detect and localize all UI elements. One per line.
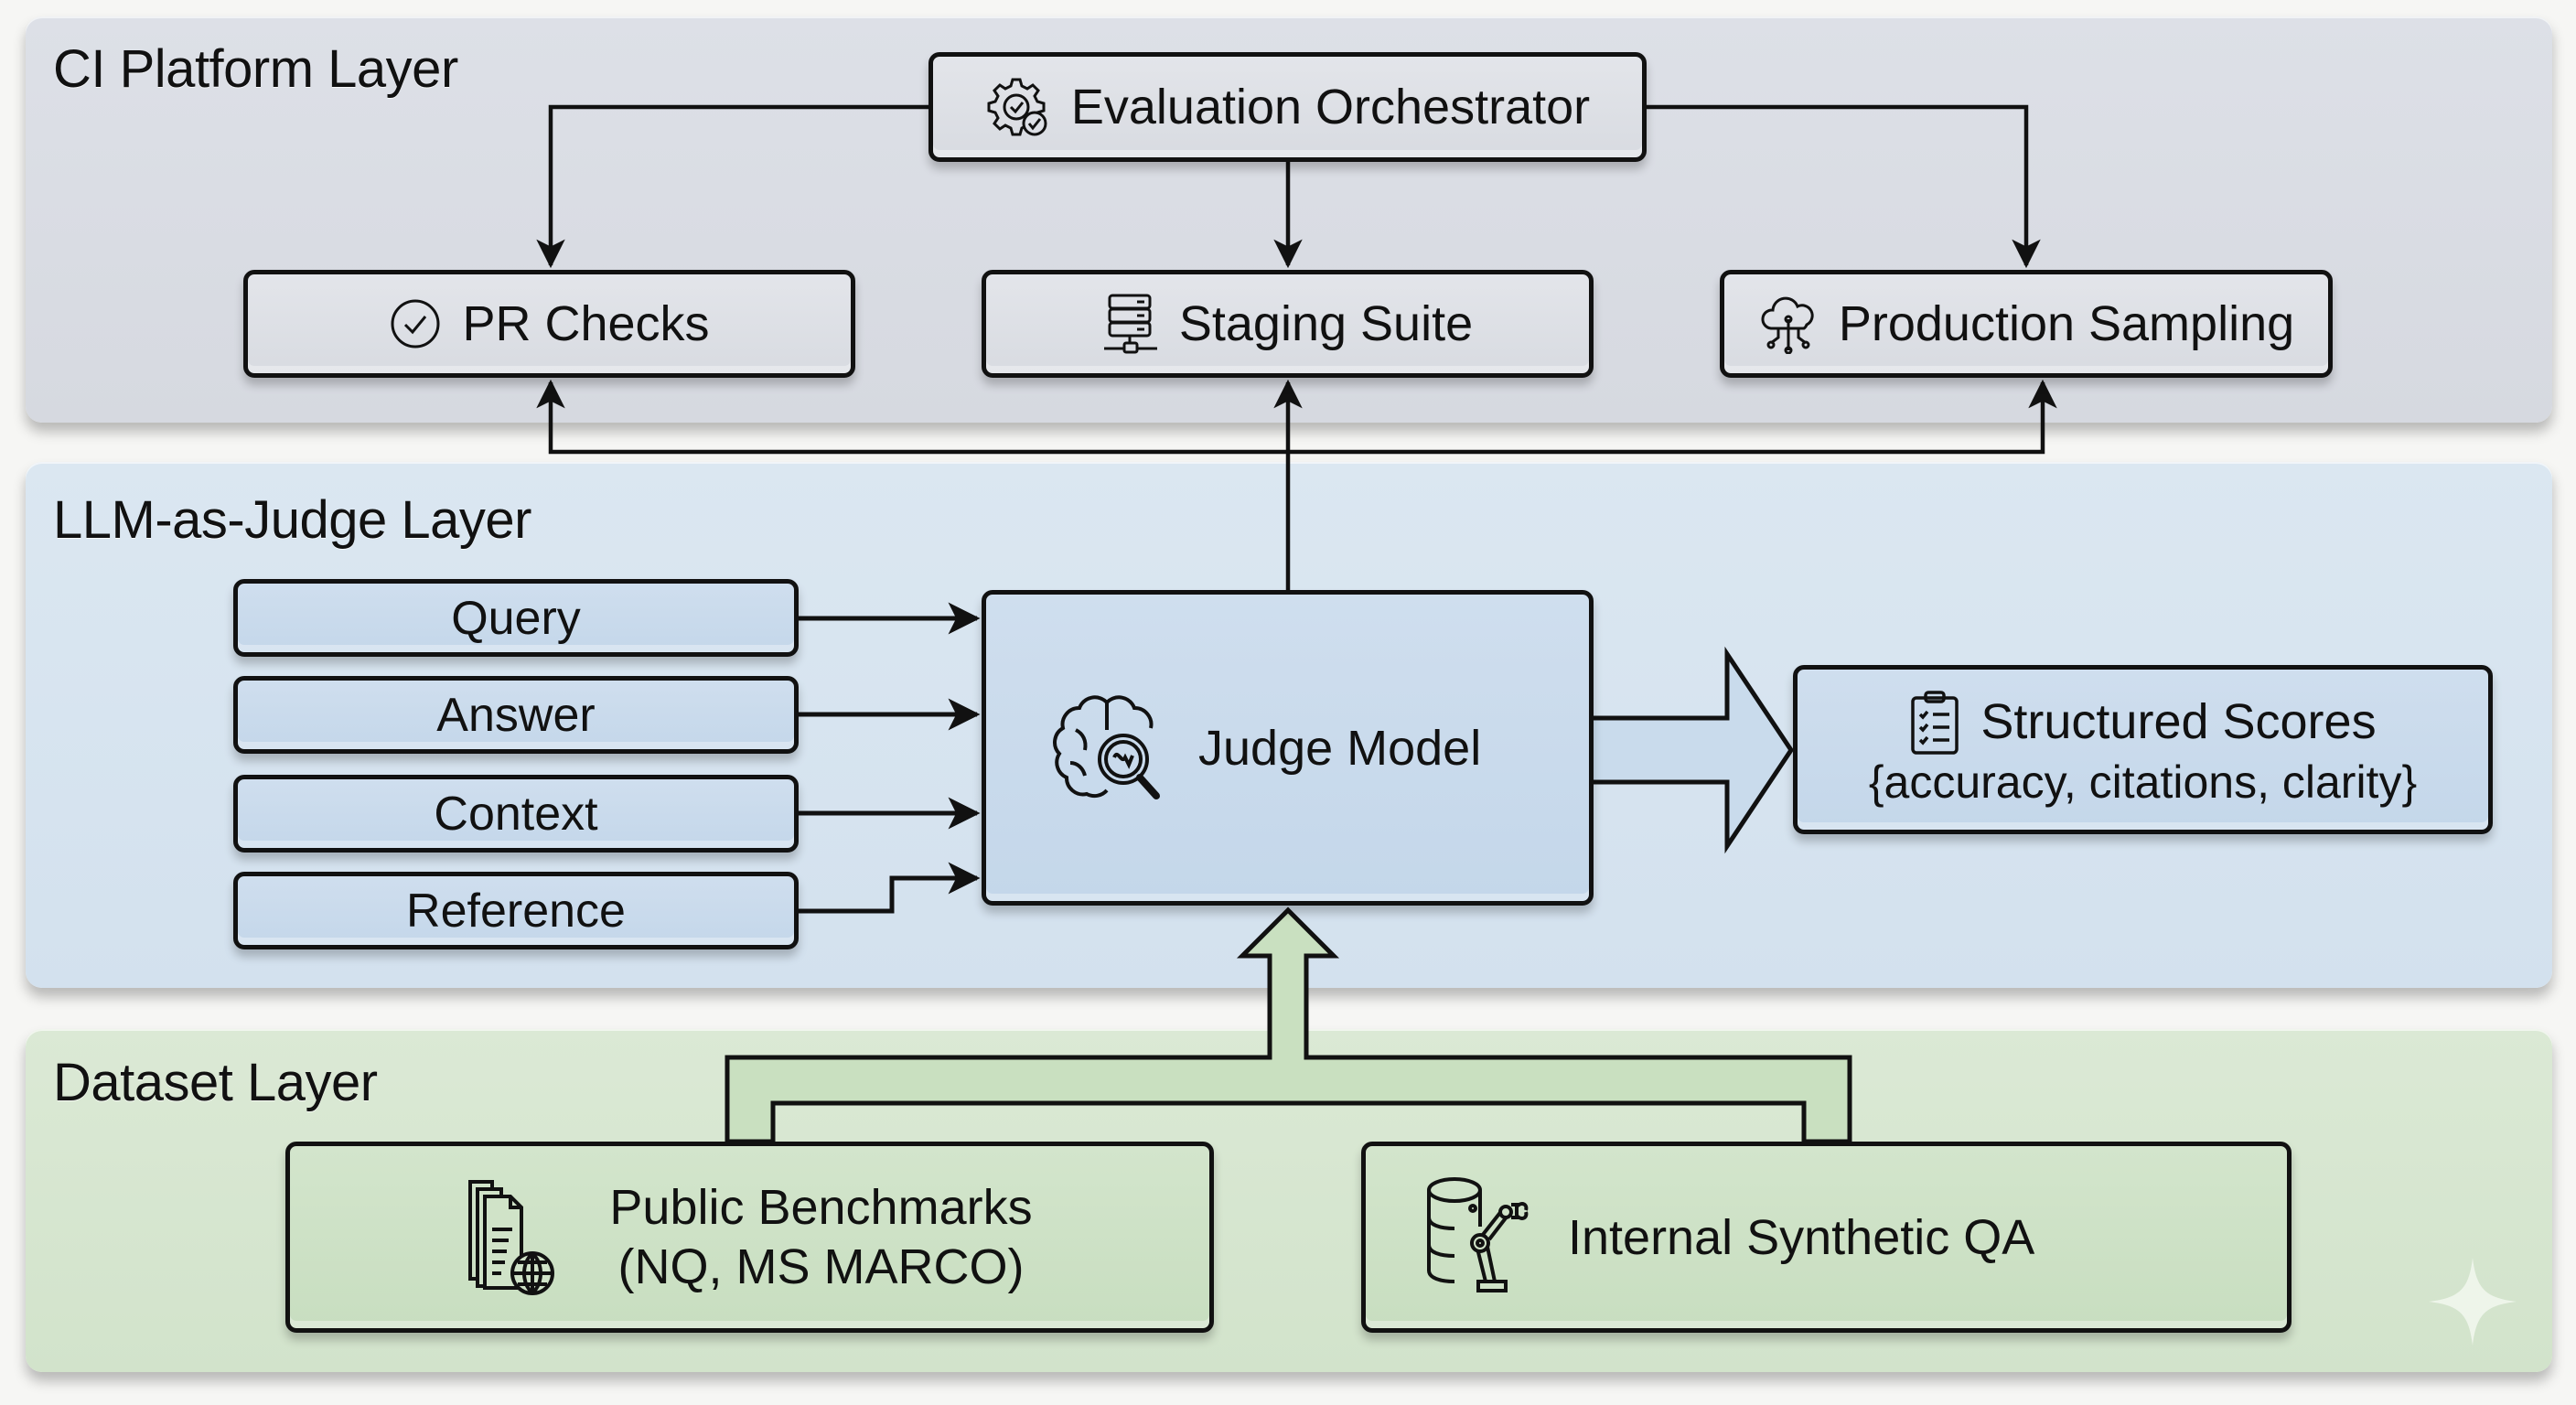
clipboard-checklist-icon (1909, 690, 1960, 755)
production-sampling-node[interactable]: Production Sampling (1720, 270, 2333, 378)
input-query-node[interactable]: Query (233, 579, 799, 657)
input-answer-label: Answer (436, 688, 596, 742)
database-robot-arm-icon (1425, 1174, 1553, 1302)
brain-magnifier-icon (1048, 684, 1176, 812)
input-reference-label: Reference (406, 884, 626, 938)
public-benchmarks-label: Public Benchmarks (609, 1179, 1033, 1235)
cloud-network-icon (1758, 294, 1819, 354)
judge-layer-title: LLM-as-Judge Layer (53, 490, 531, 550)
production-sampling-label: Production Sampling (1838, 296, 2295, 351)
input-answer-node[interactable]: Answer (233, 676, 799, 754)
public-benchmarks-text: Public Benchmarks (NQ, MS MARCO) (609, 1178, 1032, 1297)
input-context-node[interactable]: Context (233, 775, 799, 853)
structured-scores-fields: {accuracy, citations, clarity} (1868, 756, 2418, 808)
gear-check-icon (985, 74, 1051, 140)
staging-suite-label: Staging Suite (1178, 296, 1474, 351)
check-circle-icon (389, 297, 442, 350)
sparkle-watermark-icon (2429, 1258, 2517, 1350)
evaluation-orchestrator-node[interactable]: Evaluation Orchestrator (928, 52, 1647, 162)
judge-model-label: Judge Model (1198, 720, 1482, 776)
dataset-layer-title: Dataset Layer (53, 1053, 378, 1112)
orchestrator-label: Evaluation Orchestrator (1070, 80, 1591, 134)
pr-checks-label: PR Checks (462, 296, 710, 351)
structured-scores-node[interactable]: Structured Scores {accuracy, citations, … (1793, 665, 2493, 834)
judge-model-node[interactable]: Judge Model (982, 590, 1594, 906)
input-query-label: Query (451, 591, 581, 645)
public-benchmarks-node[interactable]: Public Benchmarks (NQ, MS MARCO) (285, 1142, 1214, 1333)
server-stack-icon (1102, 294, 1159, 354)
documents-globe-icon (467, 1178, 555, 1297)
ci-layer-title: CI Platform Layer (53, 39, 458, 99)
internal-synthetic-qa-node[interactable]: Internal Synthetic QA (1361, 1142, 2292, 1333)
public-benchmarks-sublabel: (NQ, MS MARCO) (617, 1239, 1025, 1294)
input-context-label: Context (434, 787, 598, 841)
structured-scores-title: Structured Scores (1980, 694, 2377, 750)
structured-scores-content: Structured Scores {accuracy, citations, … (1868, 690, 2418, 810)
staging-suite-node[interactable]: Staging Suite (982, 270, 1594, 378)
pr-checks-node[interactable]: PR Checks (243, 270, 855, 378)
internal-synthetic-qa-label: Internal Synthetic QA (1568, 1209, 2035, 1265)
input-reference-node[interactable]: Reference (233, 872, 799, 949)
